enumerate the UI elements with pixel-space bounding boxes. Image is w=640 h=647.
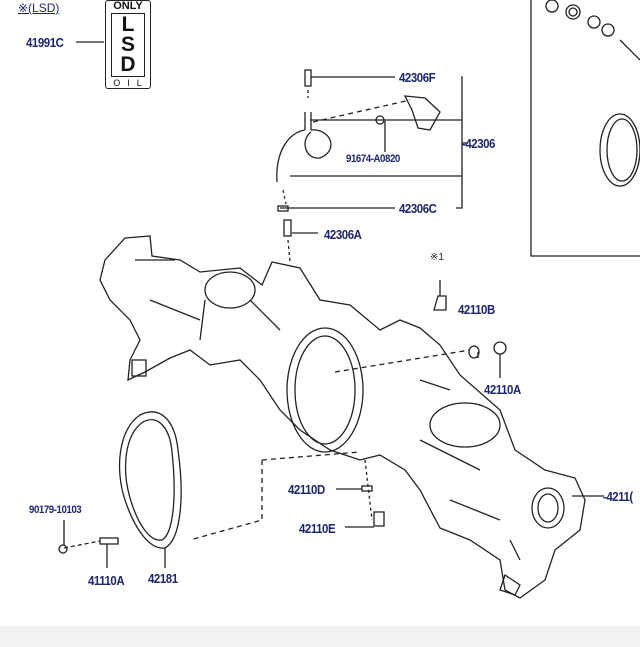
label-42306[interactable]: -42306	[462, 136, 495, 151]
note-1: ※1	[430, 252, 444, 263]
drain-plug	[373, 511, 385, 527]
tag-oil: OIL	[113, 78, 149, 88]
tag-l: L	[121, 13, 135, 36]
leader-lines-left	[63, 520, 166, 568]
lsd-note: ※(LSD)	[18, 1, 60, 15]
label-42110A[interactable]: 42110A	[484, 382, 521, 397]
axle-housing	[99, 235, 586, 599]
label-41110A[interactable]: 41110A	[88, 573, 125, 588]
gasket-washer	[361, 485, 373, 492]
stud	[99, 537, 119, 545]
leader-lines-right	[336, 488, 604, 528]
tag-lsd: L S D	[111, 13, 145, 77]
label-42306A[interactable]: 42306A	[324, 227, 362, 242]
bolt	[375, 115, 385, 125]
clamp-bracket	[403, 95, 441, 131]
lsd-oil-tag: ONLY L S D OIL	[105, 0, 151, 89]
label-42306F[interactable]: 42306F	[399, 70, 436, 85]
label-42110[interactable]: -4211(	[603, 489, 633, 504]
inset-frame	[530, 0, 640, 257]
label-41991C[interactable]: 41991C	[26, 35, 64, 50]
label-42110E[interactable]: 42110E	[299, 521, 336, 536]
nut	[58, 544, 68, 554]
label-42110D[interactable]: 42110D	[288, 482, 325, 497]
label-90179-10103[interactable]: 90179-10103	[29, 504, 82, 516]
leader-42110	[477, 352, 501, 378]
tag-s: S	[120, 33, 135, 56]
plug	[493, 341, 507, 355]
stud-dash	[63, 540, 101, 549]
cover-gasket	[118, 411, 182, 549]
label-42110B[interactable]: 42110B	[458, 302, 495, 317]
dashed-links	[189, 349, 471, 541]
label-42181[interactable]: 42181	[148, 571, 178, 586]
breather-hose	[276, 69, 411, 263]
label-91674-A0820[interactable]: 91674-A0820	[346, 153, 400, 165]
tag-d: D	[120, 53, 136, 76]
label-42306C[interactable]: 42306C	[399, 201, 437, 216]
washer	[468, 345, 480, 359]
bottom-band	[0, 626, 640, 647]
seal-rings	[545, 0, 640, 187]
part-marker	[433, 280, 447, 311]
tag-only: ONLY	[113, 0, 143, 12]
drain-dash	[364, 459, 373, 521]
